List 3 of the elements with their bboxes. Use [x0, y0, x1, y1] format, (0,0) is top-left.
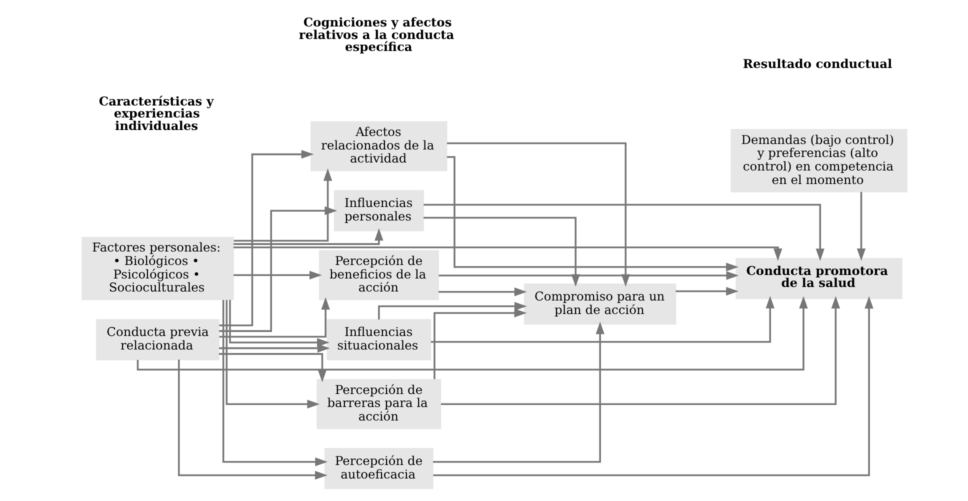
label: Características y experiencias individuales [98, 94, 214, 132]
label: Resultado conductual [742, 56, 892, 71]
label: Cogniciones y afectos relativos a la conducta específica [298, 15, 454, 54]
